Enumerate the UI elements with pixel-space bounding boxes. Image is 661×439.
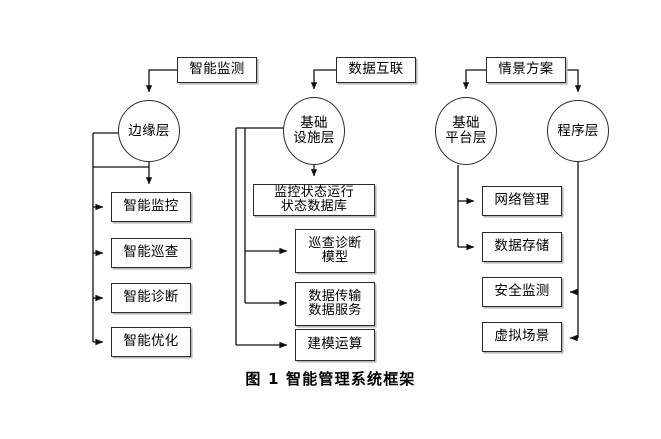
node-jichu-pingtai-ceng[interactable]: 基础 平台层 <box>435 97 497 165</box>
node-label: 智能监测 <box>189 61 245 78</box>
node-label: 巡查诊断 模型 <box>308 236 362 265</box>
node-label: 监控状态运行 状态数据库 <box>274 185 354 214</box>
node-label: 数据存储 <box>494 238 550 255</box>
node-shuju-hulian[interactable]: 数据互联 <box>336 57 416 83</box>
node-anquan-jiance[interactable]: 安全监测 <box>482 277 562 307</box>
node-shuju-cunchu[interactable]: 数据存储 <box>482 232 562 262</box>
node-xuni-changjing[interactable]: 虚拟场景 <box>482 322 562 352</box>
figure-caption: 图 1 智能管理系统框架 <box>245 370 416 388</box>
node-qingjing-fangan[interactable]: 情景方案 <box>486 57 566 83</box>
node-zhineng-youhua[interactable]: 智能优化 <box>111 327 191 357</box>
node-label: 情景方案 <box>498 61 554 78</box>
node-label: 基础 设施层 <box>293 115 335 146</box>
node-label: 智能优化 <box>123 333 179 350</box>
connector-fangan-to-pingtai <box>462 69 486 90</box>
node-label: 虚拟场景 <box>494 328 550 345</box>
node-label: 程序层 <box>557 122 599 139</box>
connector-jiance-to-bianyuan <box>145 69 177 93</box>
node-label: 安全监测 <box>494 283 550 300</box>
node-zhineng-jiankong[interactable]: 智能监控 <box>111 192 191 222</box>
connector-hulian-to-sheshi <box>310 69 336 90</box>
node-jianmo-yunsuan[interactable]: 建模运算 <box>295 329 375 361</box>
node-label: 基础 平台层 <box>445 115 487 146</box>
node-xuncha-zhenduan-moxing[interactable]: 巡查诊断 模型 <box>295 229 375 273</box>
connector-fangan-to-chengxu <box>566 69 582 93</box>
node-zhineng-zhenduan[interactable]: 智能诊断 <box>111 283 191 313</box>
node-label: 智能诊断 <box>123 289 179 306</box>
node-label: 智能监控 <box>123 198 179 215</box>
node-chengxu-ceng[interactable]: 程序层 <box>547 100 609 162</box>
node-shuju-chuanshu-fuwu[interactable]: 数据传输 数据服务 <box>295 282 375 326</box>
node-zhineng-xuncha[interactable]: 智能巡查 <box>111 238 191 268</box>
node-jiankong-zhuangtai-db[interactable]: 监控状态运行 状态数据库 <box>253 184 375 216</box>
node-label: 建模运算 <box>307 336 363 353</box>
node-label: 数据传输 数据服务 <box>308 289 362 318</box>
node-zhineng-jiance[interactable]: 智能监测 <box>177 57 257 83</box>
node-label: 网络管理 <box>494 192 550 209</box>
node-label: 智能巡查 <box>123 244 179 261</box>
node-jichu-sheshi-ceng[interactable]: 基础 设施层 <box>283 97 345 165</box>
node-label: 数据互联 <box>348 61 404 78</box>
node-wangluo-guanli[interactable]: 网络管理 <box>482 186 562 216</box>
node-bianyuan-ceng[interactable]: 边缘层 <box>118 100 180 162</box>
node-label: 边缘层 <box>128 122 170 139</box>
